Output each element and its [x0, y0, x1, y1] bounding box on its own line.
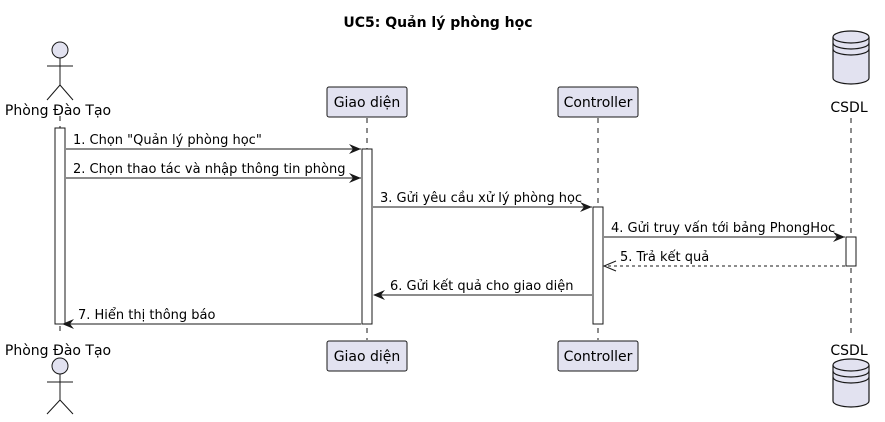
message-label: 3. Gửi yêu cầu xử lý phòng học [380, 191, 582, 206]
messages: 1. Chọn "Quản lý phòng học" 2. Chọn thao… [62, 133, 845, 329]
actor-phong-dao-tao-top [46, 41, 74, 101]
message-label: 6. Gửi kết quả cho giao diện [390, 279, 573, 294]
database-icon [832, 30, 870, 85]
participant-label-giao-dien-top: Giao diện [334, 95, 401, 111]
arrowhead-icon [349, 144, 361, 154]
actor-head [51, 357, 69, 375]
arrowhead-icon [62, 319, 74, 329]
database-icon [832, 358, 870, 408]
actor-leg-left [46, 399, 61, 415]
message-label: 7. Hiển thị thông báo [78, 308, 216, 323]
arrowhead-icon [580, 202, 592, 212]
message-3: 3. Gửi yêu cầu xử lý phòng học [373, 191, 592, 212]
participant-box-controller-top [557, 86, 639, 118]
activation-phong-dao-tao [54, 127, 66, 325]
participant-box-giao-dien-bottom [326, 340, 408, 372]
message-label: 4. Gửi truy vấn tới bảng PhongHoc [611, 221, 835, 236]
participant-heads-bottom: Phòng Đào Tạo Giao diện Controller CSDL [5, 340, 870, 415]
activation-controller [592, 206, 604, 325]
message-7: 7. Hiển thị thông báo [62, 308, 361, 329]
message-5: 5. Trả kết quả [602, 250, 845, 272]
database-label-top: CSDL [830, 100, 867, 116]
message-label: 1. Chọn "Quản lý phòng học" [73, 133, 262, 148]
diagram-title: UC5: Quản lý phòng học [343, 15, 532, 31]
actor-label-top: Phòng Đào Tạo [5, 103, 111, 119]
participant-box-controller-bottom [557, 340, 639, 372]
activation-bars [54, 127, 857, 325]
actor-phong-dao-tao-bottom [46, 357, 74, 415]
participant-heads-top: Phòng Đào Tạo Giao diện Controller CSDL [5, 30, 870, 119]
participant-label-controller-top: Controller [564, 95, 633, 111]
activation-giao-dien [361, 148, 373, 325]
actor-label-bottom: Phòng Đào Tạo [5, 343, 111, 359]
activation-csdl [845, 236, 857, 267]
participant-label-giao-dien-bottom: Giao diện [334, 349, 401, 365]
database-label-bottom: CSDL [830, 343, 867, 359]
message-label: 2. Chọn thao tác và nhập thông tin phòng [73, 162, 345, 177]
participant-label-controller-bottom: Controller [564, 349, 633, 365]
actor-leg-right [59, 399, 74, 415]
message-4: 4. Gửi truy vấn tới bảng PhongHoc [604, 221, 845, 242]
message-6: 6. Gửi kết quả cho giao diện [373, 279, 592, 300]
actor-leg-left [46, 84, 61, 101]
participant-box-giao-dien-top [326, 86, 408, 118]
message-1: 1. Chọn "Quản lý phòng học" [66, 133, 361, 154]
arrowhead-icon [373, 290, 385, 300]
arrowhead-icon [349, 173, 361, 183]
message-label: 5. Trả kết quả [620, 250, 709, 265]
actor-leg-right [59, 84, 74, 101]
arrowhead-icon [833, 232, 845, 242]
actor-head [51, 41, 69, 59]
message-2: 2. Chọn thao tác và nhập thông tin phòng [66, 162, 361, 183]
arrowhead-icon [602, 260, 617, 272]
